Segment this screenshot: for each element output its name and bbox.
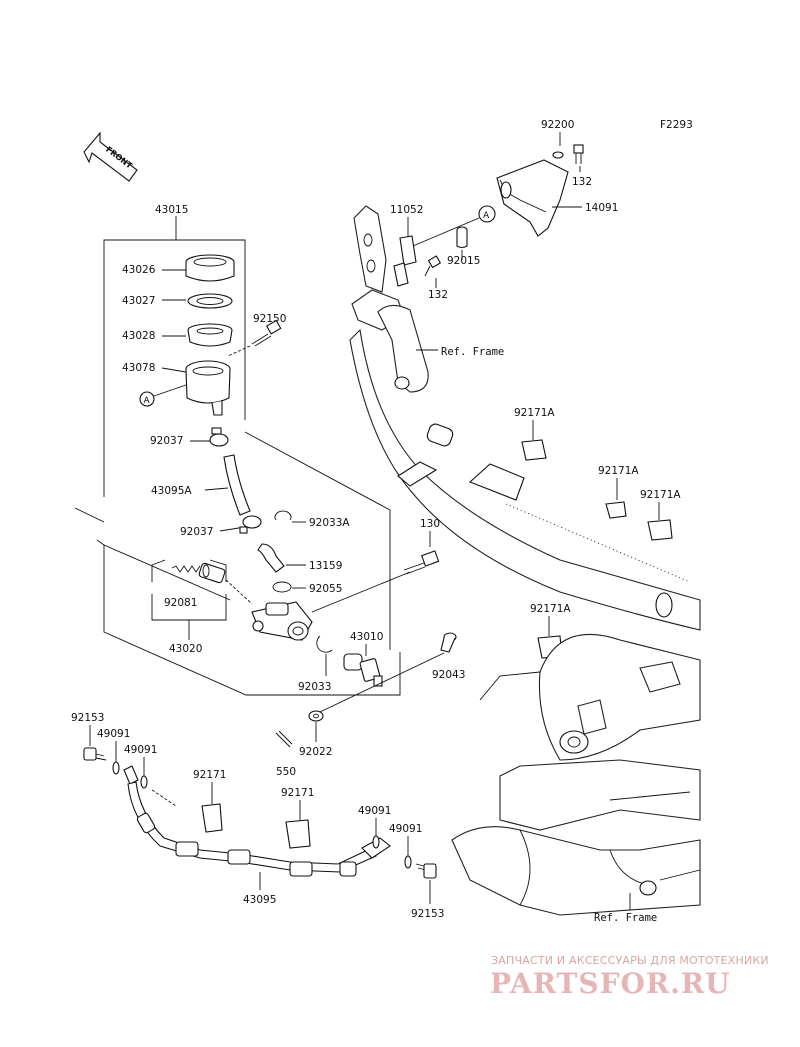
ref-circle-a-left: A xyxy=(139,391,155,407)
wire-clamp-92171a-3 xyxy=(647,519,673,541)
ref-circle-a-right: A xyxy=(478,205,496,223)
ref-frame-upper: Ref. Frame xyxy=(441,346,504,358)
label-43010: 43010 xyxy=(350,631,383,643)
label-43078: 43078 xyxy=(122,362,155,374)
label-13159: 13159 xyxy=(309,560,342,572)
assembly-bracket-43015 xyxy=(74,216,401,696)
label-92022: 92022 xyxy=(299,746,332,758)
label-92043: 92043 xyxy=(432,669,465,681)
washer-49091-3 xyxy=(372,835,380,849)
label-43095a: 43095A xyxy=(151,485,192,497)
label-49091-4: 49091 xyxy=(389,823,422,835)
bolt-132-lower xyxy=(424,255,442,277)
label-92033: 92033 xyxy=(298,681,331,693)
label-14091: 14091 xyxy=(585,202,618,214)
figure-code: F2293 xyxy=(660,119,693,131)
cotter-pin xyxy=(275,732,291,748)
label-130: 130 xyxy=(420,518,440,530)
label-49091-1: 49091 xyxy=(97,728,130,740)
hose-clamp-92171-right xyxy=(285,819,311,849)
hose-clamp-92171-left xyxy=(201,803,223,833)
washer-49091-2 xyxy=(140,775,148,789)
spacer-92015 xyxy=(456,226,468,249)
label-43020: 43020 xyxy=(169,643,202,655)
brake-hose-43095 xyxy=(123,765,391,877)
bracket-11052 xyxy=(393,235,417,287)
label-92153-left: 92153 xyxy=(71,712,104,724)
pivot-pin xyxy=(440,632,457,653)
label-11052: 11052 xyxy=(390,204,423,216)
ref-frame-lower: Ref. Frame xyxy=(594,912,657,924)
label-92171-right: 92171 xyxy=(281,787,314,799)
screw-92150 xyxy=(251,319,282,347)
washer-49091-1 xyxy=(112,761,120,775)
label-92171a-3: 92171A xyxy=(640,489,681,501)
label-92171a-2: 92171A xyxy=(598,465,639,477)
label-550: 550 xyxy=(276,766,296,778)
label-92200: 92200 xyxy=(541,119,574,131)
front-arrow-icon: FRONT xyxy=(83,131,138,182)
washer-49091-4 xyxy=(404,855,412,869)
label-43028: 43028 xyxy=(122,330,155,342)
washer-92200 xyxy=(552,151,564,159)
wire-clamp-92171a-2 xyxy=(605,501,627,519)
label-92055: 92055 xyxy=(309,583,342,595)
label-43095: 43095 xyxy=(243,894,276,906)
label-92081: 92081 xyxy=(164,597,197,609)
cover-14091 xyxy=(496,159,569,237)
reservoir-body xyxy=(185,360,231,416)
label-92171a-1: 92171A xyxy=(514,407,555,419)
label-92171-left: 92171 xyxy=(193,769,226,781)
label-132-lower: 132 xyxy=(428,289,448,301)
label-132-upper: 132 xyxy=(572,176,592,188)
hose-clamp-upper xyxy=(209,427,229,447)
master-cylinder-body xyxy=(251,571,411,641)
label-92015: 92015 xyxy=(447,255,480,267)
o-ring-92055 xyxy=(272,581,292,593)
label-49091-2: 49091 xyxy=(124,744,157,756)
hose-clamp-lower xyxy=(239,515,262,534)
watermark-tagline: ЗАПЧАСТИ И АКСЕССУАРЫ ДЛЯ МОТОТЕХНИКИ xyxy=(491,954,769,967)
label-92153-right: 92153 xyxy=(411,908,444,920)
svg-text:A: A xyxy=(144,396,151,406)
brake-switch xyxy=(343,653,383,687)
label-92037-lower: 92037 xyxy=(180,526,213,538)
wire-clamp-92171a-1 xyxy=(521,439,547,461)
label-92150: 92150 xyxy=(253,313,286,325)
bolt-130 xyxy=(403,550,440,575)
banjo-bolt-left xyxy=(83,747,107,761)
label-49091-3: 49091 xyxy=(358,805,391,817)
watermark-brand: PARTSFOR.RU xyxy=(490,967,731,1000)
reservoir-hose xyxy=(223,454,251,516)
label-43015: 43015 xyxy=(155,204,188,216)
elbow-fitting xyxy=(257,543,285,573)
diaphragm-plate xyxy=(187,293,233,309)
label-43027: 43027 xyxy=(122,295,155,307)
piston-assembly xyxy=(198,562,226,584)
diaphragm xyxy=(187,323,233,347)
piston-spring xyxy=(171,565,201,573)
bolt-132-upper xyxy=(573,144,584,164)
svg-text:A: A xyxy=(483,211,490,221)
banjo-bolt-right xyxy=(415,863,437,879)
reservoir-cap xyxy=(185,254,235,282)
circlip-92033a xyxy=(274,510,292,521)
circlip-92033 xyxy=(316,635,333,653)
washer-92022 xyxy=(308,710,324,722)
frame-head xyxy=(349,205,701,631)
label-92037-upper: 92037 xyxy=(150,435,183,447)
label-43026: 43026 xyxy=(122,264,156,276)
frame-lower xyxy=(451,633,701,916)
label-92033a: 92033A xyxy=(309,517,350,529)
label-92171a-4: 92171A xyxy=(530,603,571,615)
